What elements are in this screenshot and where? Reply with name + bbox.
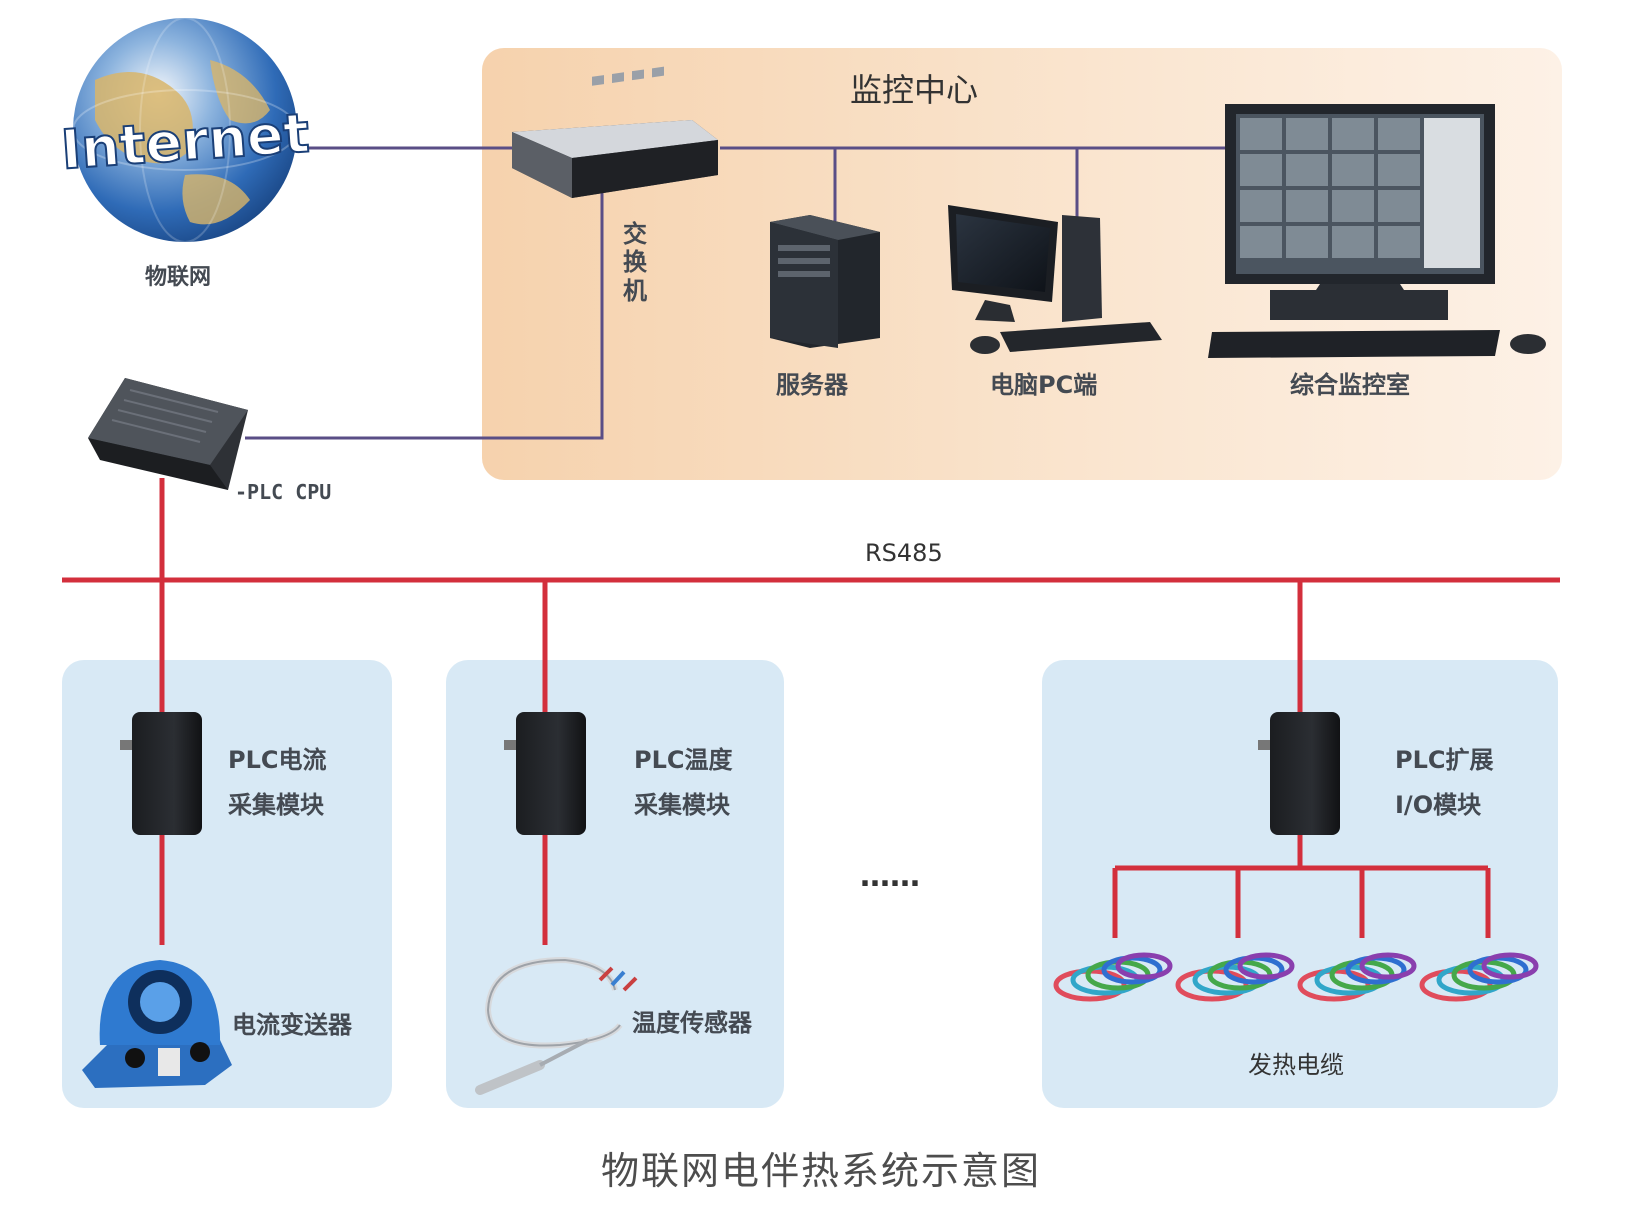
plc-cpu-label: -PLC CPU — [235, 480, 332, 504]
internet-label: 物联网 — [145, 265, 212, 290]
heating-cable-coil-2 — [1175, 952, 1295, 1002]
diagram-caption: 物联网电伴热系统示意图 — [600, 1149, 1041, 1193]
network-links — [245, 146, 1225, 440]
switch-label: 交换机 — [623, 220, 647, 305]
heating-cable-coil-1 — [1053, 952, 1173, 1002]
server-icon — [770, 215, 880, 348]
io-module-name-line1: PLC扩展 — [1395, 746, 1494, 774]
temperature-module-name-line1: PLC温度 — [634, 746, 733, 774]
pc-label: 电脑PC端 — [990, 371, 1098, 399]
more-modules-ellipsis: …… — [860, 859, 920, 894]
io-module-name-line2: I/O模块 — [1395, 791, 1482, 819]
control-room-label: 综合监控室 — [1290, 371, 1410, 399]
control-room-monitor-icon — [1208, 104, 1546, 358]
heating-cable-coil-3 — [1297, 952, 1417, 1002]
current-module-name-line2: 采集模块 — [228, 791, 324, 819]
temperature-sensor-icon — [475, 956, 638, 1095]
plc-io-module-icon — [1258, 712, 1340, 835]
monitor-center-title: 监控中心 — [850, 71, 979, 109]
heating-cable-label: 发热电缆 — [1248, 1051, 1344, 1079]
heating-cable-coil-4 — [1419, 952, 1539, 1002]
current-module-name-line1: PLC电流 — [228, 746, 327, 774]
rs485-network — [62, 478, 1560, 945]
temperature-sensor-label: 温度传感器 — [632, 1009, 752, 1037]
current-transmitter-label: 电流变送器 — [232, 1011, 352, 1039]
current-transmitter-icon — [82, 960, 232, 1088]
temperature-module-name-line2: 采集模块 — [634, 791, 730, 819]
plc-temperature-module-icon — [504, 712, 586, 835]
plc-current-module-icon — [120, 712, 202, 835]
internet-globe-icon: Internet — [58, 17, 312, 243]
server-label: 服务器 — [776, 371, 848, 399]
switch-icon — [512, 66, 718, 198]
plc-cpu-icon — [88, 378, 248, 490]
rs485-label: RS485 — [865, 539, 943, 567]
link-switch-plc-cpu — [245, 190, 604, 440]
pc-workstation-icon — [948, 205, 1162, 354]
